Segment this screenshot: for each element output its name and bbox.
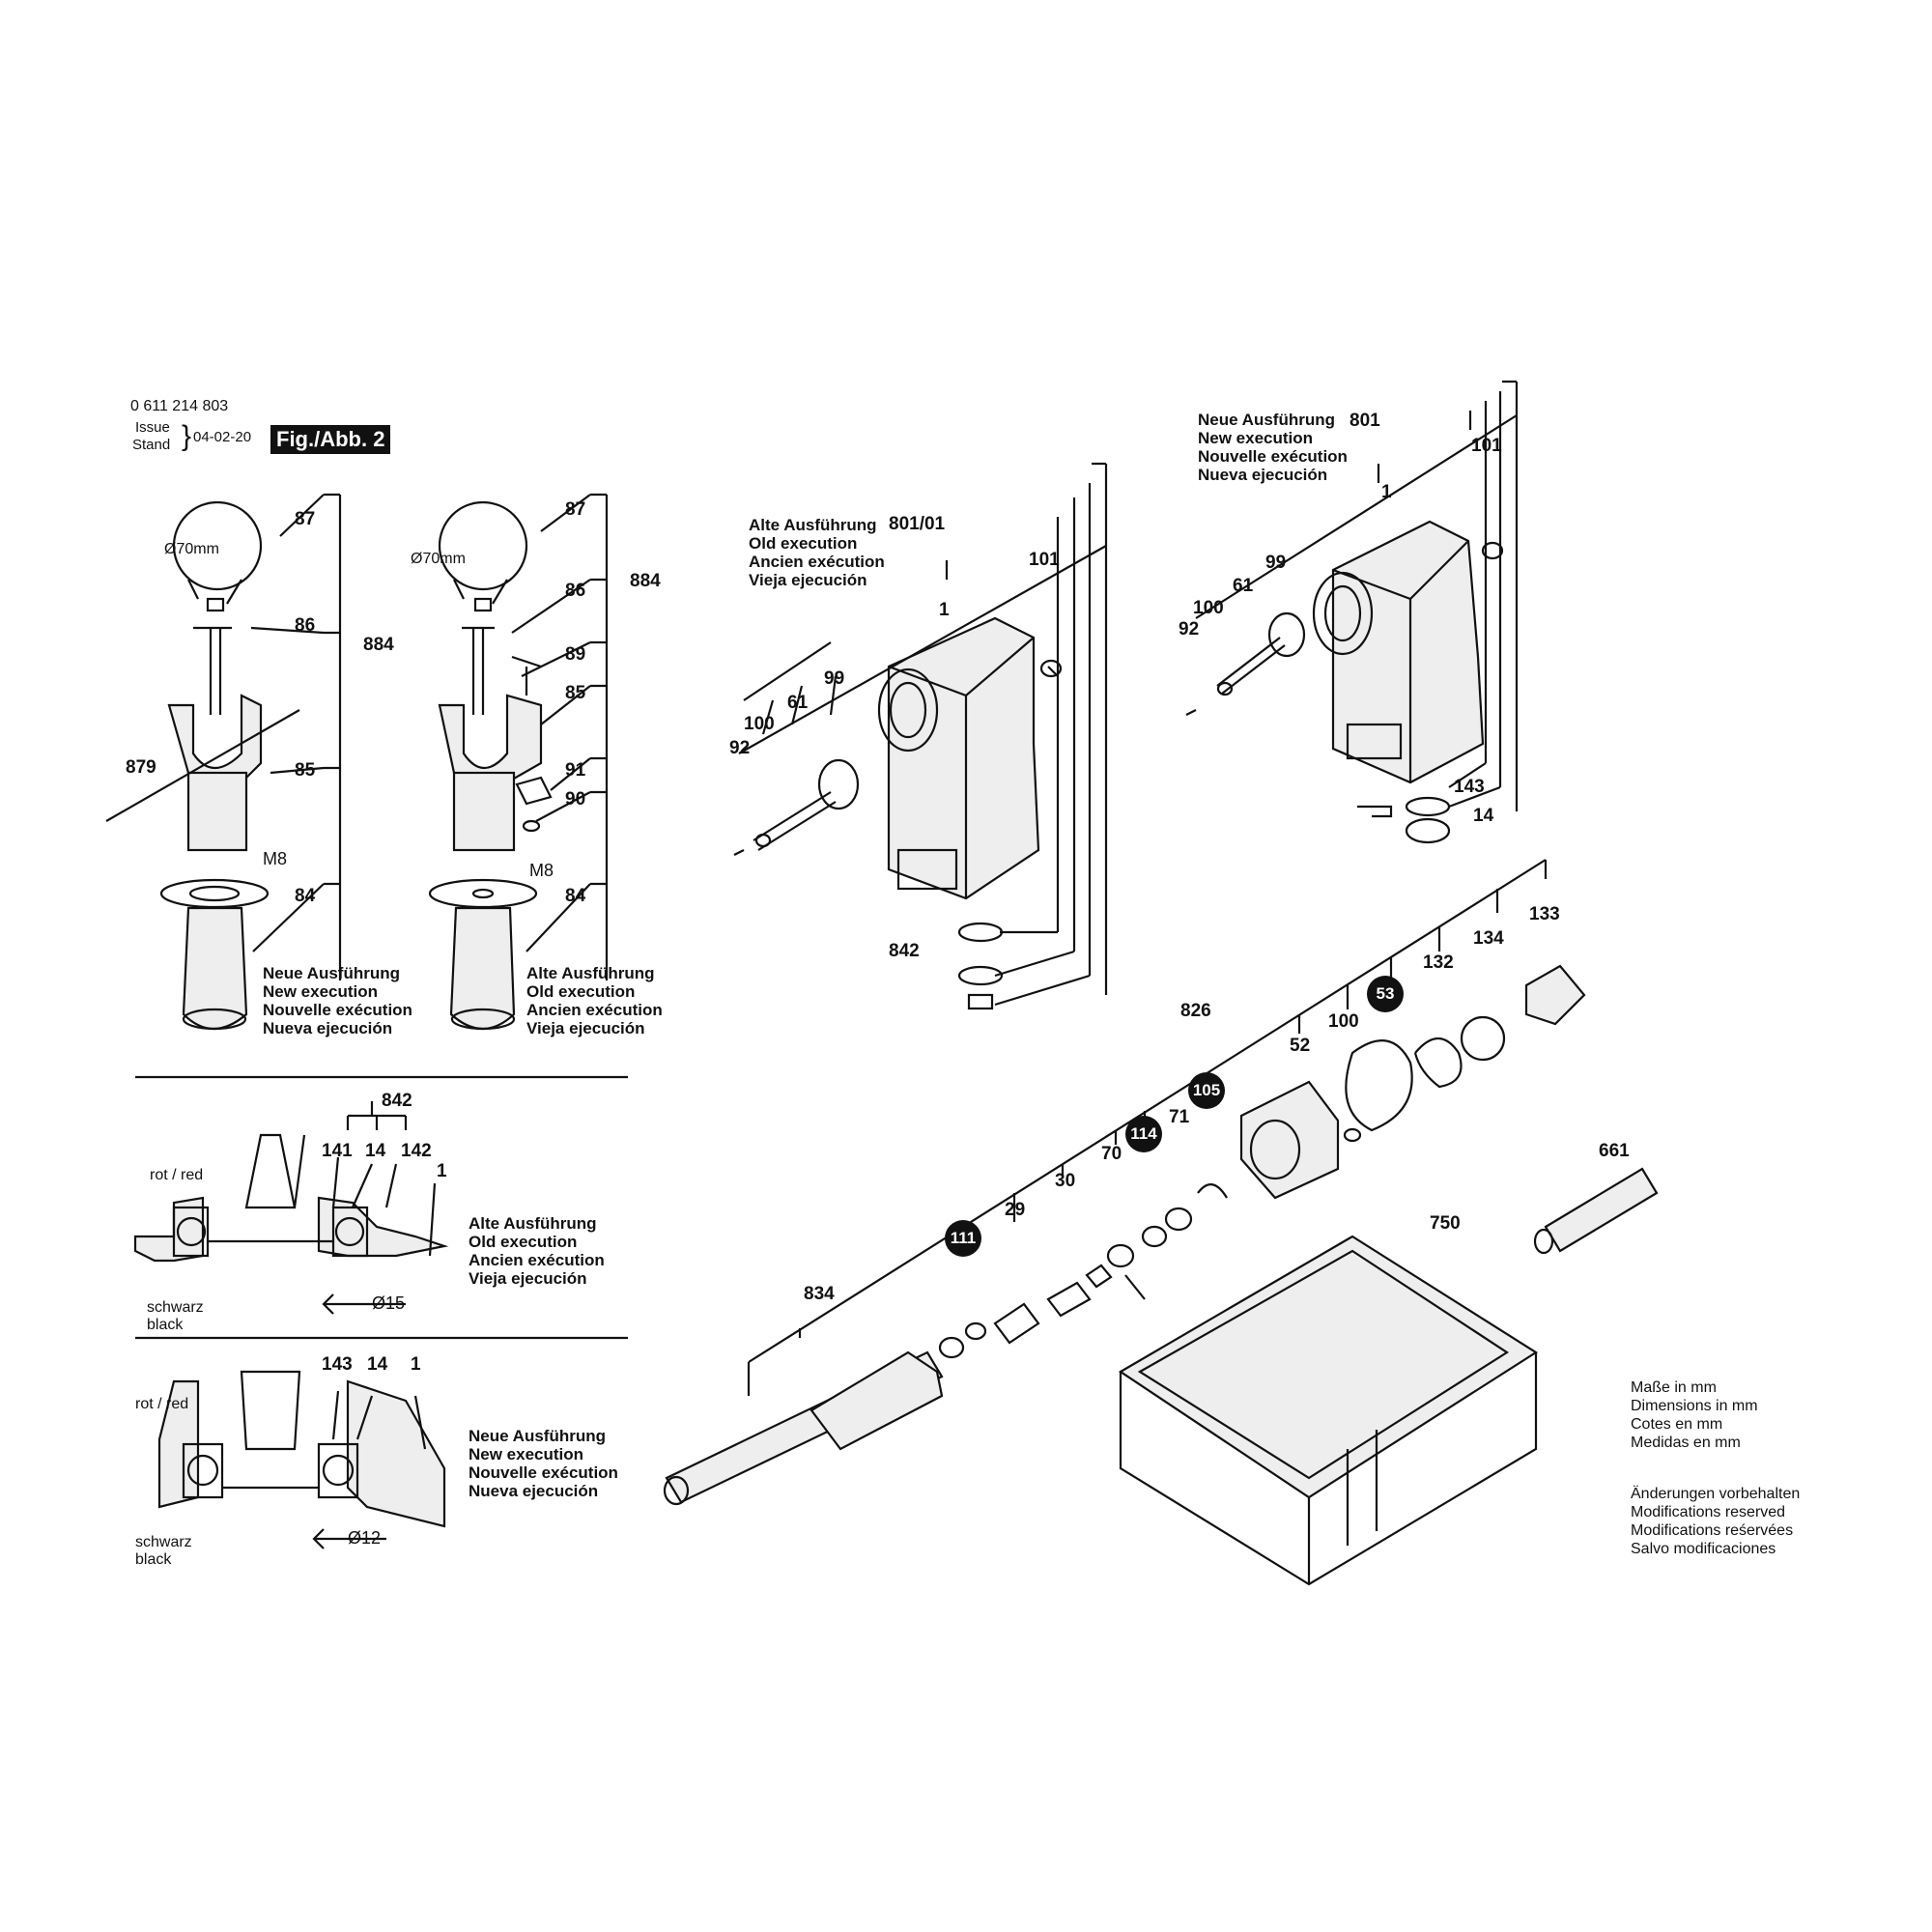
part-label: 14	[367, 1354, 388, 1375]
housing-code: 801/01	[889, 514, 946, 534]
part-label: 52	[1290, 1036, 1311, 1056]
part-label: 143	[1454, 777, 1485, 797]
part-label: 1	[1381, 482, 1392, 502]
part-label: 85	[565, 683, 586, 703]
part-label: 141	[322, 1141, 353, 1161]
thread-label: M8	[263, 849, 288, 868]
color-note-black: black	[135, 1551, 172, 1568]
part-label: 661	[1599, 1141, 1630, 1161]
part-label: 99	[1265, 553, 1287, 573]
part-label: 826	[1180, 1001, 1211, 1021]
part-label: 132	[1423, 952, 1454, 973]
part-number: 0 611 214 803	[130, 398, 229, 414]
part-label: 92	[729, 738, 751, 758]
part-label: 90	[565, 789, 586, 810]
part-label: 884	[363, 635, 394, 655]
dimension-label: Ø12	[348, 1528, 382, 1548]
part-label: 86	[295, 615, 316, 636]
part-label: 29	[1005, 1200, 1026, 1220]
color-note-black: schwarz	[135, 1534, 192, 1550]
part-label: 101	[1029, 550, 1060, 570]
bearing-detail-old	[133, 1101, 449, 1315]
part-label: 92	[1179, 619, 1200, 639]
part-label: 142	[401, 1141, 432, 1161]
part-label: 1	[437, 1161, 447, 1181]
part-label: 71	[1169, 1107, 1190, 1127]
part-label: 1	[411, 1354, 421, 1375]
color-note-black: schwarz	[147, 1299, 204, 1316]
part-label: 100	[1328, 1011, 1359, 1032]
spindle-assembly	[663, 859, 1659, 1586]
color-note-black: black	[147, 1317, 184, 1333]
motor-housing-new	[1185, 380, 1519, 844]
part-label: 101	[1471, 436, 1502, 456]
part-label: 1	[939, 600, 950, 620]
housing-code: 801	[1350, 411, 1380, 431]
bearing-detail-new	[157, 1370, 446, 1549]
part-label: 100	[1193, 598, 1224, 618]
issue-label: Issue	[135, 419, 170, 436]
circled-part-label: 105	[1188, 1072, 1225, 1109]
dimension-label: Ø15	[372, 1293, 406, 1313]
figure-badge: Fig./Abb. 2	[270, 425, 391, 454]
circled-part-label: 53	[1367, 976, 1404, 1012]
thread-label: M8	[529, 861, 554, 880]
part-label: 143	[322, 1354, 353, 1375]
side-handle-new	[105, 493, 342, 1031]
motor-housing-old	[733, 462, 1108, 1010]
part-label: 14	[365, 1141, 386, 1161]
part-label: 91	[565, 760, 586, 781]
part-label: 14	[1473, 806, 1494, 826]
part-label: 86	[565, 581, 586, 601]
issue-date: 04-02-20	[193, 429, 252, 445]
part-label: 133	[1529, 904, 1560, 924]
part-label: 61	[1233, 576, 1254, 596]
part-label: 842	[382, 1091, 412, 1111]
part-label: 89	[565, 644, 586, 665]
color-note-red: rot / red	[150, 1167, 204, 1183]
circled-part-label: 114	[1125, 1116, 1162, 1152]
side-handle-old	[428, 493, 609, 1031]
color-note-red: rot / red	[135, 1396, 189, 1412]
stand-label: Stand	[132, 437, 171, 453]
part-label: 834	[804, 1284, 835, 1304]
part-label: 84	[565, 886, 586, 906]
part-label: 879	[126, 757, 156, 778]
part-label: 30	[1055, 1171, 1076, 1191]
part-label: 70	[1101, 1144, 1122, 1164]
part-label: 884	[630, 571, 661, 591]
part-label: 61	[787, 693, 809, 713]
part-label: 87	[295, 509, 316, 529]
part-label: 100	[744, 714, 775, 734]
part-label: 87	[565, 499, 586, 520]
brace-glyph: }	[182, 420, 192, 452]
circled-part-label: 111	[945, 1220, 981, 1257]
dimension-label: Ø70mm	[411, 551, 466, 567]
part-label: 84	[295, 886, 316, 906]
part-label: 842	[889, 941, 920, 961]
dimension-label: Ø70mm	[164, 541, 219, 557]
part-label: 85	[295, 760, 316, 781]
part-label: 134	[1473, 928, 1504, 949]
part-label: 99	[824, 668, 845, 689]
part-label: 750	[1430, 1213, 1461, 1234]
